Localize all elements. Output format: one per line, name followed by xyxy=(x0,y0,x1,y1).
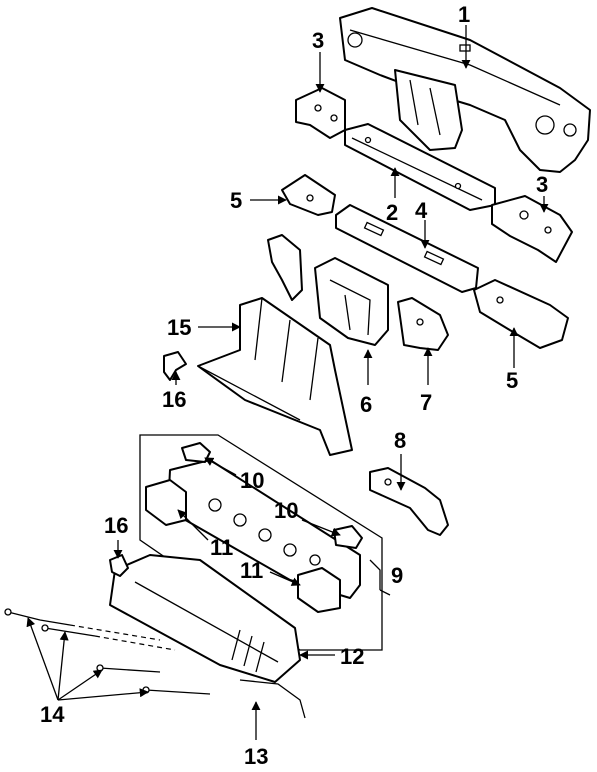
callout-2: 2 xyxy=(386,200,398,225)
callout-7: 7 xyxy=(420,390,432,415)
part-10-bracket-upper xyxy=(181,442,211,463)
part-11-bracket-lower xyxy=(297,567,341,613)
part-9-group-box xyxy=(139,434,391,651)
callout-8: 8 xyxy=(394,428,406,453)
callout-9: 9 xyxy=(391,563,403,588)
callout-12: 12 xyxy=(340,644,364,669)
callout-13: 13 xyxy=(244,744,268,769)
part-13-strip xyxy=(239,679,306,719)
callout-15: 15 xyxy=(167,315,191,340)
side-bracket-left xyxy=(267,234,303,301)
part-5-bracket-upper xyxy=(281,174,336,216)
part-11-bracket-upper xyxy=(145,479,187,526)
bumper-reinforcement xyxy=(167,459,361,599)
callout-6: 6 xyxy=(360,392,372,417)
part-2-tie-bar xyxy=(344,123,496,211)
part-16-clip-upper xyxy=(163,351,187,381)
callout-14: 14 xyxy=(40,702,65,727)
callout-10-lower: 10 xyxy=(274,498,298,523)
callout-11-lower: 11 xyxy=(240,558,263,583)
part-3-bracket-right xyxy=(491,195,573,263)
callout-5-lower: 5 xyxy=(506,368,518,393)
callout-1: 1 xyxy=(458,2,470,27)
part-14-rods xyxy=(4,608,211,695)
callout-3-left: 3 xyxy=(312,28,324,53)
part-6-center-support xyxy=(314,257,389,346)
callout-11-upper: 11 xyxy=(210,535,233,560)
callout-3-right: 3 xyxy=(536,172,548,197)
callout-10-upper: 10 xyxy=(240,468,264,493)
leader-lines xyxy=(26,25,549,740)
callout-16-upper: 16 xyxy=(162,387,186,412)
callout-4: 4 xyxy=(415,198,428,223)
part-7-bracket xyxy=(397,297,449,351)
part-10-bracket-lower xyxy=(333,525,363,549)
callout-16-lower: 16 xyxy=(104,513,128,538)
part-12-lower-valance xyxy=(109,554,301,683)
part-5-bracket-lower xyxy=(473,279,569,349)
part-3-bracket-left xyxy=(295,87,346,139)
part-8-bracket xyxy=(369,467,449,536)
part-15-air-deflector xyxy=(197,297,353,456)
callout-5-upper: 5 xyxy=(230,188,242,213)
callouts: 1 3 3 5 2 4 15 5 16 6 7 8 10 10 16 11 11… xyxy=(40,2,548,769)
